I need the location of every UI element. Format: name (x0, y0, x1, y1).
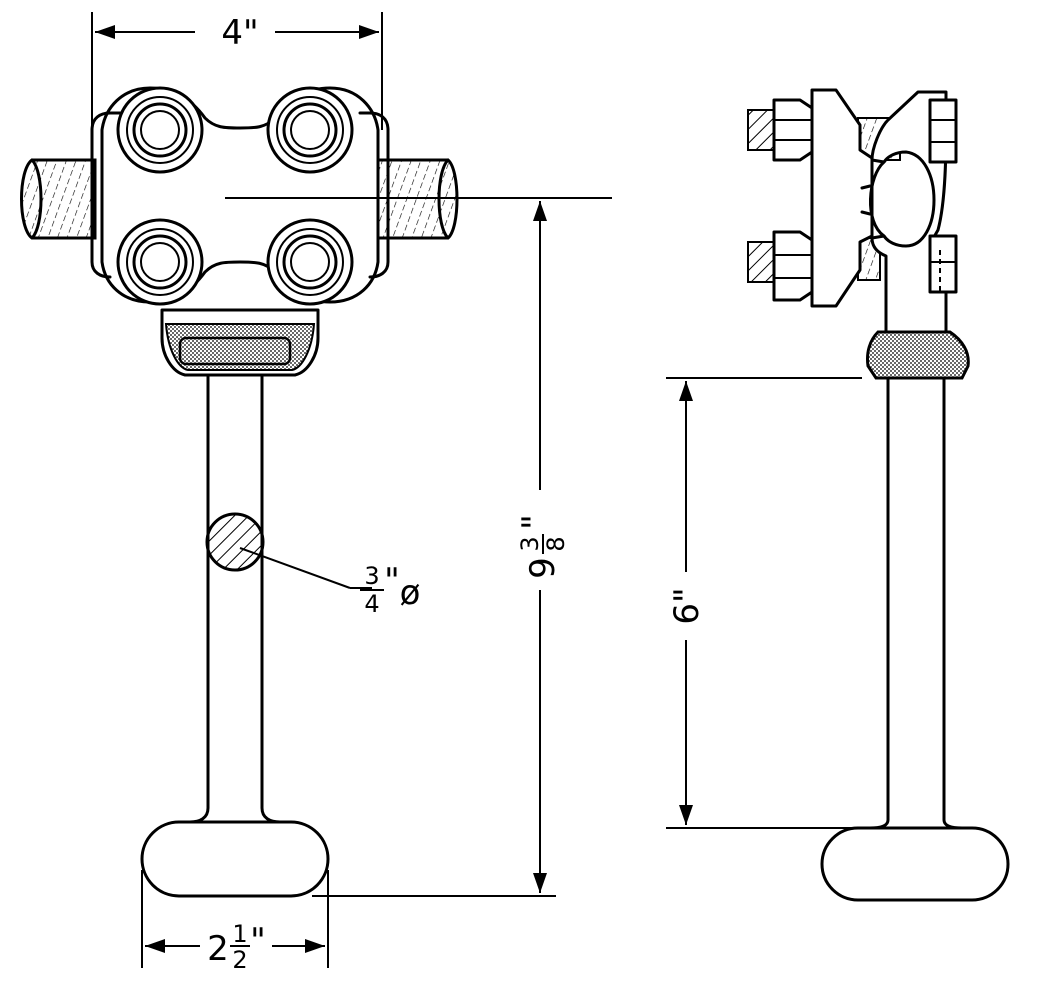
side-foot (820, 826, 1010, 902)
dimension-height: 9 3 8 " (225, 197, 612, 897)
dimension-side-height: 6" (666, 377, 862, 829)
side-bolt-top (747, 98, 814, 162)
svg-text:8: 8 (542, 536, 570, 551)
foot-label: 2 1 2 " (207, 920, 266, 974)
front-view (20, 86, 459, 898)
side-collar (866, 330, 970, 380)
bolt-top-right (266, 86, 354, 174)
svg-text:": " (515, 514, 555, 530)
side-hook (870, 90, 948, 334)
svg-text:": " (250, 921, 266, 961)
svg-text:2: 2 (232, 946, 247, 974)
svg-text:3: 3 (516, 536, 544, 551)
foot (140, 820, 330, 898)
side-clamp-plate (810, 88, 874, 308)
dimension-width: 4" (91, 12, 383, 130)
side-bolt-bottom (747, 230, 814, 302)
side-stem (868, 376, 964, 830)
svg-text:ø: ø (400, 573, 421, 613)
svg-text:": " (384, 561, 400, 601)
side-height-label: 6" (667, 587, 707, 624)
dimension-diameter: 3 4 " ø (239, 547, 420, 618)
svg-text:3: 3 (364, 562, 379, 590)
svg-text:9: 9 (523, 557, 563, 579)
dimension-foot: 2 1 2 " (141, 870, 329, 974)
bolt-bottom-left (116, 218, 204, 306)
side-bolt-right (928, 98, 958, 294)
diameter-label: 3 4 " ø (360, 561, 420, 618)
bolt-bottom-right (266, 218, 354, 306)
svg-text:1: 1 (232, 920, 247, 948)
stem (188, 373, 282, 824)
svg-text:4: 4 (364, 590, 379, 618)
stem-section (205, 512, 265, 572)
width-label: 4" (221, 13, 258, 53)
height-label: 9 3 8 " (515, 514, 570, 579)
cable-left (20, 158, 97, 240)
svg-text:2: 2 (207, 929, 229, 969)
collar (160, 308, 320, 377)
bolt-top-left (116, 86, 204, 174)
side-view (747, 88, 1010, 902)
